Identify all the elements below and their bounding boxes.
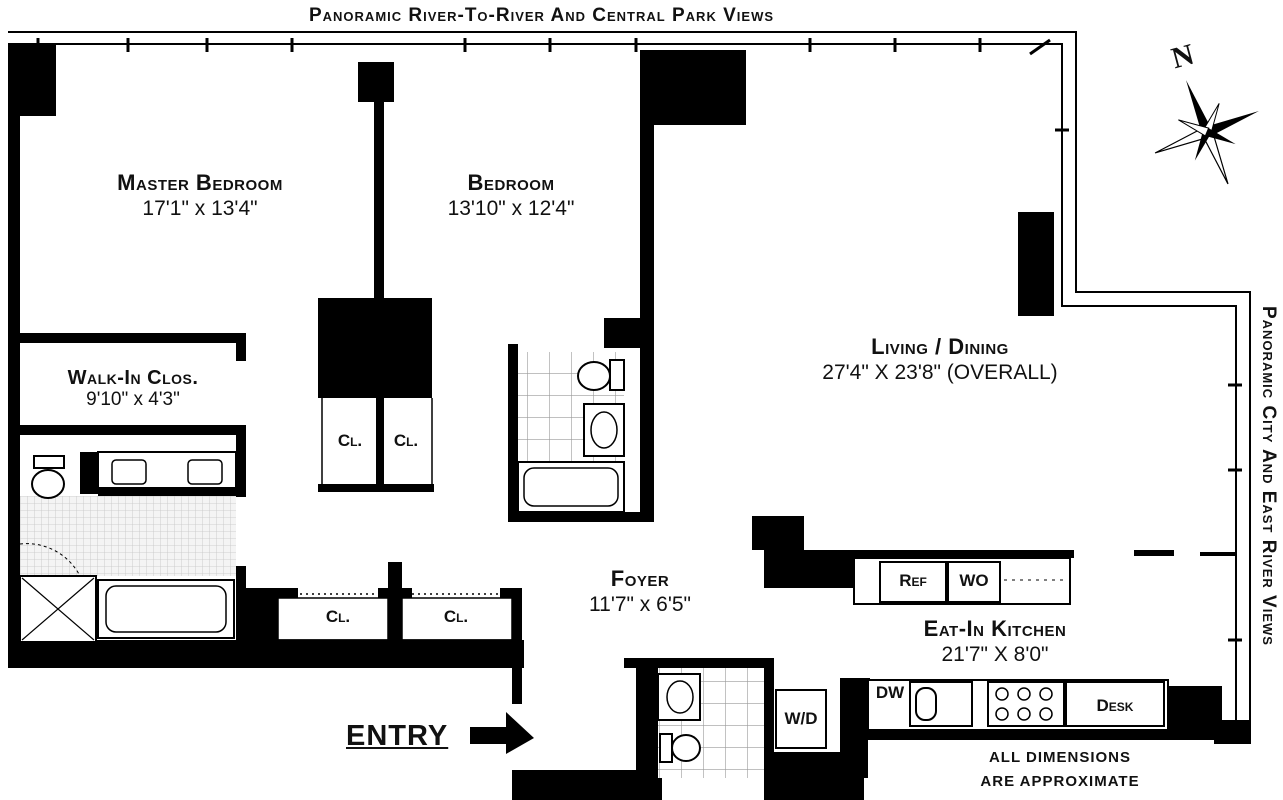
closet-label: Cl. — [443, 607, 469, 626]
desk-label: Desk — [1096, 696, 1134, 715]
compass-rose — [1154, 80, 1259, 185]
wall-oven-label: WO — [959, 571, 989, 590]
master-bath — [19, 451, 237, 643]
living-dining-dims: 27'4" X 23'8" (OVERALL) — [822, 361, 1058, 384]
refrigerator-label: Ref — [899, 571, 927, 590]
walk-in-closet-name: Walk-In Clos. — [67, 367, 199, 389]
powder-room — [657, 668, 764, 778]
bedroom-name: Bedroom — [467, 170, 555, 195]
closet-label: Cl. — [337, 431, 363, 450]
master-bedroom-dims: 17'1" x 13'4" — [142, 197, 258, 220]
bedroom-dims: 13'10" x 12'4" — [447, 197, 575, 220]
top-view-caption: Panoramic River-To-River And Central Par… — [308, 5, 775, 26]
right-view-caption: Panoramic City And East River Views — [1258, 306, 1279, 646]
closet-label: Cl. — [325, 607, 351, 626]
closet-label: Cl. — [393, 431, 419, 450]
dishwasher-label: DW — [875, 683, 905, 702]
washer-dryer-label: W/D — [784, 709, 818, 728]
bedroom-bath — [517, 352, 625, 513]
entry-arrow — [470, 712, 534, 754]
living-dining-name: Living / Dining — [871, 334, 1009, 359]
foyer-dims: 11'7" x 6'5" — [589, 593, 691, 616]
walk-in-closet-dims: 9'10" x 4'3" — [86, 389, 180, 410]
master-bedroom-name: Master Bedroom — [117, 170, 283, 195]
entry-label: ENTRY — [346, 720, 449, 752]
window-mullions — [36, 38, 1242, 642]
kitchen-fixtures — [775, 557, 1169, 749]
kitchen-dims: 21'7" X 8'0" — [941, 643, 1049, 666]
dimensions-note-line2: ARE APPROXIMATE — [980, 773, 1140, 790]
window-wall-top — [8, 31, 1251, 744]
dimensions-note-line1: ALL DIMENSIONS — [988, 749, 1132, 766]
walls — [8, 44, 1250, 800]
kitchen-name: Eat-In Kitchen — [923, 616, 1067, 641]
foyer-name: Foyer — [610, 566, 670, 591]
closet-fronts — [277, 398, 513, 641]
